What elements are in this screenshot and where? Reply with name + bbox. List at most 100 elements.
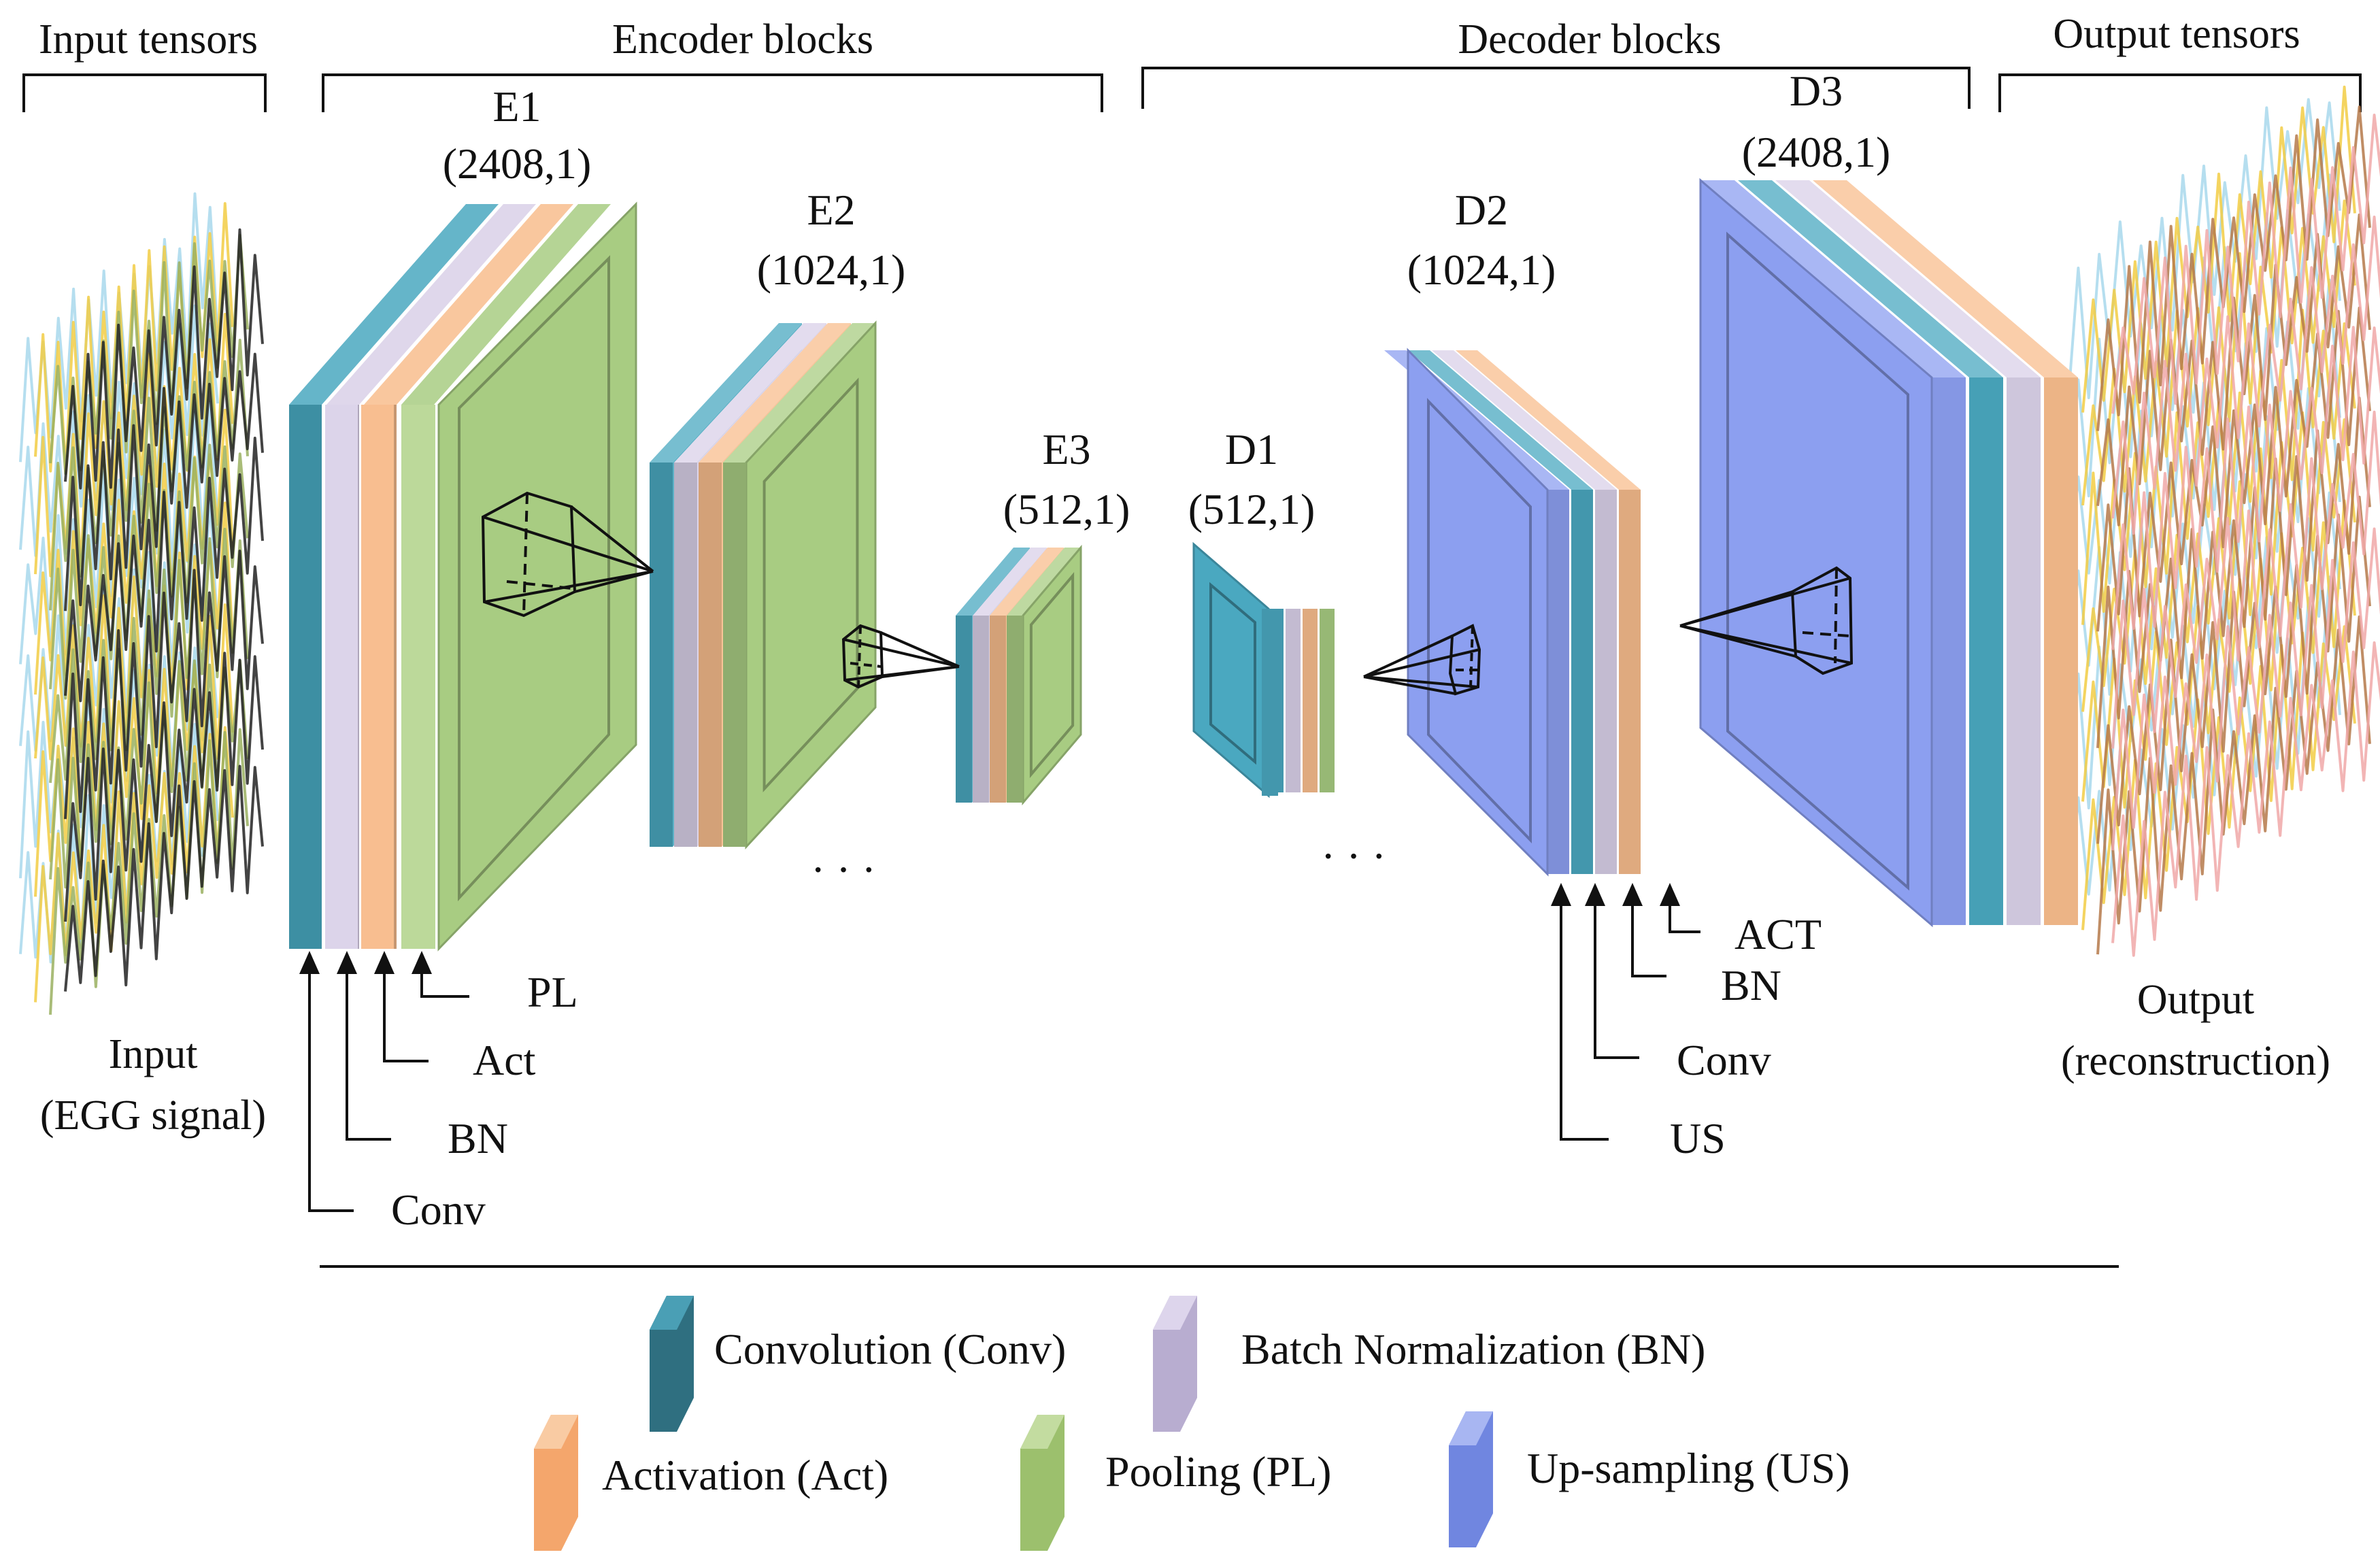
legend-item-bn: Batch Normalization (BN): [1153, 1296, 1705, 1432]
output-waves-trace: [2096, 615, 2371, 955]
decoder-ellipsis: · · ·: [1321, 832, 1386, 880]
layer-slabs: [289, 178, 2078, 952]
legend-item-us: Up-sampling (US): [1449, 1411, 1850, 1547]
e1-pool-top-face: [401, 204, 611, 405]
decoder-act-label: ACT: [1734, 910, 1822, 958]
encoder-pl-label: PL: [527, 968, 578, 1016]
decoder-conv-label: Conv: [1677, 1036, 1771, 1084]
frustums: [481, 491, 1854, 696]
input-waves-trace: [64, 437, 264, 703]
e1-pool-face: [437, 201, 637, 952]
e3-pool-front: [1007, 616, 1023, 803]
d2-conv-layer: [1408, 350, 1593, 874]
legend-label-us: Up-sampling (US): [1527, 1444, 1850, 1492]
e2-act-top: [699, 323, 851, 463]
d1-conv-inner-panel: [1209, 582, 1256, 765]
e1-frustum: [481, 491, 654, 618]
d1-conv-edge: [1262, 609, 1278, 796]
output-waves-trace: [2081, 85, 2356, 413]
decoder-us-label: US: [1670, 1114, 1726, 1162]
output-waves-trace: [2111, 410, 2380, 749]
legend-label-bn: Batch Normalization (BN): [1241, 1325, 1705, 1373]
output-waves-trace: [2111, 527, 2380, 851]
e1-pool-front: [401, 405, 435, 949]
d2-bn-top: [1432, 350, 1617, 490]
d3-us-layer: [1700, 180, 1966, 925]
input-label-line1: Input: [109, 1031, 198, 1077]
input-waves-trace: [19, 304, 219, 557]
decoder-bn-label: BN: [1721, 961, 1781, 1009]
d3-act-layer: [1813, 180, 2078, 925]
d3-size: (2408,1): [1742, 128, 1891, 176]
legend-item-act: Activation (Act): [534, 1415, 888, 1551]
encoder-ellipsis: · · ·: [811, 845, 876, 894]
legend: Convolution (Conv) Batch Normalization (…: [534, 1296, 1850, 1551]
input-tensors-bracket: [22, 73, 267, 112]
legend-item-pl: Pooling (PL): [1020, 1415, 1331, 1551]
d3-bn-layer: [1775, 180, 2041, 925]
e1-pool-inner-panel: [458, 255, 610, 902]
d1-bn-front: [1286, 609, 1301, 792]
d2-conv-top: [1408, 350, 1593, 490]
encoder-blocks-bracket: [322, 73, 1103, 112]
d3-conv-top: [1738, 180, 2003, 377]
e3-bn-top: [973, 548, 1047, 616]
d2-frustum: [1363, 624, 1481, 696]
d2-bn-front: [1595, 490, 1617, 874]
input-waves-trace: [34, 501, 234, 760]
e3-conv-front: [956, 616, 972, 803]
e1-conv-top-face: [289, 204, 499, 405]
d3-frustum: [1679, 566, 1854, 675]
e3-act-front: [990, 616, 1006, 803]
d3-us-face: [1699, 178, 1933, 928]
e2-bn-front: [674, 463, 697, 847]
input-waves-trace: [34, 726, 234, 1003]
d1-conv-face: [1192, 541, 1270, 799]
output-waves-trace: [2111, 641, 2380, 957]
output-tensors-label: Output tensors: [2053, 11, 2300, 57]
e2-frustum: [841, 624, 960, 689]
input-waves-trace: [64, 765, 264, 992]
d3-us-top: [1700, 180, 1966, 377]
output-waves-trace: [2081, 625, 2356, 930]
e2-bn-top: [674, 323, 826, 463]
e2-act-front: [699, 463, 722, 847]
encoder-conv-label: Conv: [391, 1186, 486, 1234]
d1-pool-layer: [1320, 609, 1335, 792]
output-waves-trace: [2096, 105, 2371, 431]
input-waves-trace: [64, 550, 264, 820]
e2-conv-top: [650, 323, 802, 463]
decoder-blocks-label: Decoder blocks: [1458, 16, 1721, 63]
d3-us-front: [1932, 377, 1966, 925]
input-waves-trace: [64, 228, 264, 490]
input-waves-trace: [64, 352, 264, 611]
input-tensors-label: Input tensors: [39, 16, 258, 63]
d1-act-layer: [1303, 609, 1318, 792]
output-label-line1: Output: [2137, 977, 2254, 1023]
decoder-callouts: [1560, 905, 1700, 1141]
output-signal-waves: [2066, 85, 2380, 957]
legend-label-act: Activation (Act): [602, 1451, 888, 1499]
e3-act-top: [990, 548, 1064, 616]
d2-bn-layer: [1432, 350, 1617, 874]
output-waves-trace: [2096, 397, 2371, 748]
legend-item-conv: Convolution (Conv): [650, 1296, 1066, 1432]
output-label-line2: (reconstruction): [2061, 1038, 2330, 1084]
d1-name: D1: [1225, 425, 1278, 473]
output-waves-trace: [2111, 114, 2380, 414]
encoder-callouts: [308, 973, 469, 1212]
legend-label-conv: Convolution (Conv): [714, 1325, 1066, 1373]
output-waves-trace: [2111, 216, 2380, 535]
input-waves-trace: [49, 443, 249, 700]
e2-conv-front: [650, 463, 673, 847]
e2-pool-layer: [723, 320, 877, 850]
encoder-arrowheads: [299, 951, 432, 974]
d1-size: (512,1): [1188, 485, 1315, 533]
d1-pool-front: [1320, 609, 1335, 792]
d3-name: D3: [1790, 67, 1843, 115]
e2-pool-top: [723, 323, 875, 463]
e1-act-depth: [364, 204, 573, 405]
d3-act-top: [1813, 180, 2078, 377]
encoder-bn-label: BN: [448, 1114, 508, 1162]
e2-pool-inner-panel: [762, 377, 859, 792]
